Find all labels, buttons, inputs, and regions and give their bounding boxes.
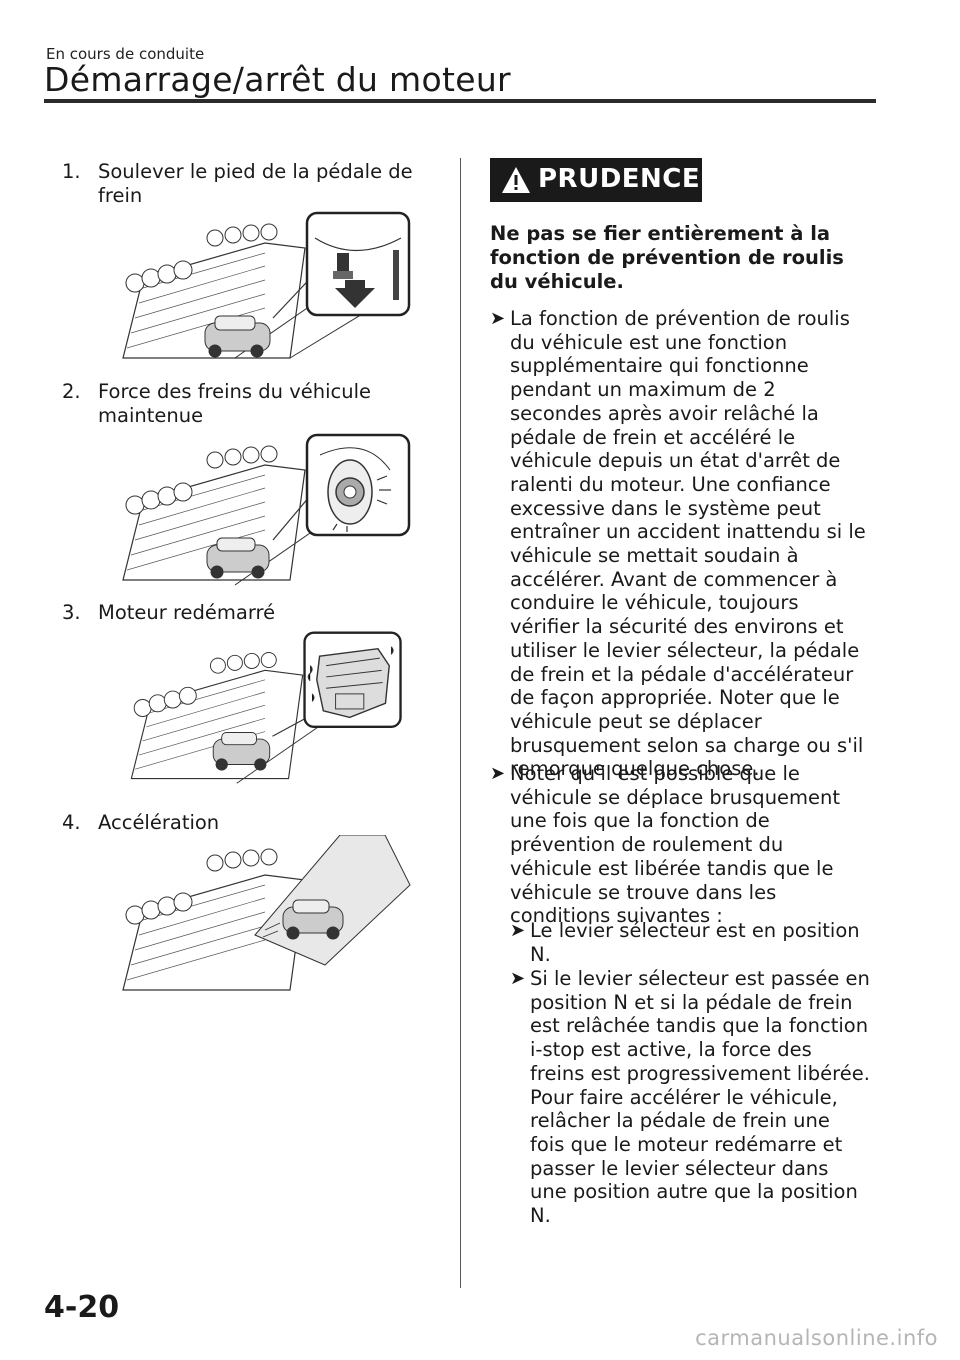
- caution-heading: Ne pas se fier entièrement à la fonction…: [490, 222, 844, 293]
- step-text: Moteur redémarré: [98, 601, 276, 624]
- section-label: En cours de conduite: [46, 45, 205, 63]
- step-4: 4. Accélération: [62, 811, 442, 835]
- step-number: 2.: [62, 380, 81, 403]
- step-3: 3. Moteur redémarré: [62, 601, 442, 625]
- caution-bullet: ➤ Noter qu'il est possible que le véhicu…: [490, 762, 870, 928]
- bullet-arrow-icon: ➤: [490, 308, 506, 329]
- step-text: Soulever le pied de la pédale de frein: [98, 160, 413, 207]
- brake-pedal-release-icon: [115, 208, 415, 368]
- bullet-arrow-icon: ➤: [510, 968, 526, 989]
- bullet-arrow-icon: ➤: [490, 763, 506, 784]
- step-number: 1.: [62, 160, 81, 183]
- warning-triangle-icon: [502, 167, 530, 193]
- caution-label-box: PRUDENCE: [490, 158, 702, 202]
- step-2: 2. Force des freins du véhicule maintenu…: [62, 380, 442, 428]
- step-text: Force des freins du véhicule maintenue: [98, 380, 372, 427]
- brake-force-held-icon: [115, 430, 415, 590]
- acceleration-icon: [115, 835, 415, 995]
- page-number: 4-20: [44, 1290, 120, 1325]
- bullet-arrow-icon: ➤: [510, 920, 526, 941]
- step-1: 1. Soulever le pied de la pédale de frei…: [62, 160, 442, 208]
- header-rule: [44, 99, 876, 103]
- caution-sub-bullet: ➤ Le levier sélecteur est en position N.: [510, 919, 870, 966]
- caution-bullet: ➤ La fonction de prévention de roulis du…: [490, 307, 870, 781]
- caution-label: PRUDENCE: [538, 164, 701, 194]
- step-text: Accélération: [98, 811, 220, 834]
- bullet-text: Si le levier sélecteur est passée en pos…: [530, 967, 870, 1228]
- step-number: 4.: [62, 811, 81, 834]
- bullet-text: Noter qu'il est possible que le véhicule…: [510, 762, 841, 928]
- bullet-text: Le levier sélecteur est en position N.: [530, 919, 860, 966]
- caution-sub-bullet: ➤ Si le levier sélecteur est passée en p…: [510, 967, 870, 1228]
- engine-restart-icon: [115, 628, 415, 788]
- bullet-text: La fonction de prévention de roulis du v…: [510, 307, 866, 781]
- watermark: carmanualsonline.info: [695, 1326, 938, 1350]
- step-number: 3.: [62, 601, 81, 624]
- column-divider: [460, 158, 461, 1288]
- page-title: Démarrage/arrêt du moteur: [44, 60, 511, 99]
